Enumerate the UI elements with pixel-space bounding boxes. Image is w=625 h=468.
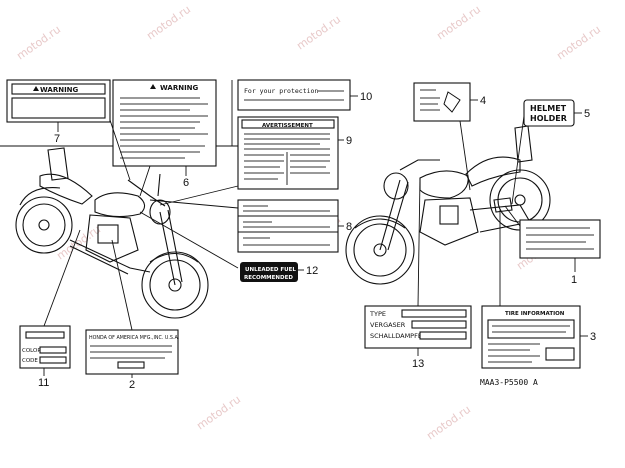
unleaded-line1: UNLEADED FUEL	[245, 267, 296, 273]
label-color-code: COLOR CODE	[19, 325, 71, 369]
watermark: motod.ru	[144, 3, 193, 43]
callout-13: 13	[412, 358, 424, 370]
callout-11: 11	[38, 377, 49, 389]
callout-4: 4	[480, 95, 486, 107]
watermark: motod.ru	[294, 13, 343, 53]
warning-triangle-icon	[150, 84, 156, 89]
callout-10: 10	[360, 91, 372, 103]
protection-text: For your protection	[244, 87, 318, 95]
label-honda-plate: HONDA OF AMERICA MFG.,INC. U.S.A.	[85, 329, 179, 375]
diagram-code: MAA3-P5500 A	[480, 378, 538, 387]
warning-center-text: WARNING	[160, 84, 199, 92]
label-side-info	[519, 219, 601, 259]
watermark: motod.ru	[54, 223, 103, 263]
helmet-line1: HELMET	[530, 104, 567, 113]
callout-12: 12	[306, 265, 318, 277]
vergaser-text: VERGASER	[370, 321, 406, 329]
warning-left-text: WARNING	[40, 86, 79, 94]
label-unleaded-fuel: UNLEADED FUEL RECOMMENDED	[240, 262, 298, 282]
label-triple-warning	[237, 199, 339, 253]
watermark: motod.ru	[194, 393, 243, 433]
leader-lines	[43, 95, 588, 378]
color-text: COLOR	[22, 348, 41, 354]
callout-numbers: 7 6 10 9 8 12 4 5 1 3 13 11 2	[38, 91, 596, 391]
watermark: motod.ru	[434, 3, 483, 43]
callout-9: 9	[346, 135, 352, 147]
label-protection: For your protection	[237, 79, 351, 111]
helmet-line2: HOLDER	[530, 114, 567, 123]
watermark: motod.ru	[554, 23, 603, 63]
warning-triangle-icon	[33, 86, 39, 91]
watermark: motod.ru	[424, 403, 473, 443]
label-type-vergaser: TYPE VERGASER SCHALLDAMPFER	[364, 305, 472, 349]
callout-2: 2	[129, 379, 135, 391]
type-text: TYPE	[369, 310, 386, 318]
callout-1: 1	[571, 274, 577, 286]
code-text: CODE	[22, 358, 38, 364]
label-helmet-holder: HELMET HOLDER	[523, 99, 575, 127]
hand-icon	[443, 91, 461, 113]
tire-info-text: TIRE INFORMATION	[505, 311, 565, 317]
callout-6: 6	[183, 177, 189, 189]
label-tire-information: TIRE INFORMATION	[481, 305, 581, 369]
label-warning-center: WARNING	[112, 79, 217, 167]
callout-5: 5	[584, 108, 590, 120]
left-motorcycle	[15, 147, 209, 319]
unleaded-line2: RECOMMENDED	[244, 275, 293, 281]
callout-3: 3	[590, 331, 596, 343]
label-icon-plate	[413, 82, 471, 122]
avertissement-text: AVERTISSEMENT	[262, 123, 313, 129]
schalldampfer-text: SCHALLDAMPFER	[370, 332, 427, 340]
callout-8: 8	[346, 221, 352, 233]
watermark: motod.ru	[14, 23, 63, 63]
label-warning-left: WARNING	[6, 79, 111, 123]
callout-7: 7	[54, 133, 60, 145]
honda-plate-text: HONDA OF AMERICA MFG.,INC. U.S.A.	[89, 335, 179, 341]
label-avertissement: AVERTISSEMENT	[237, 116, 339, 190]
